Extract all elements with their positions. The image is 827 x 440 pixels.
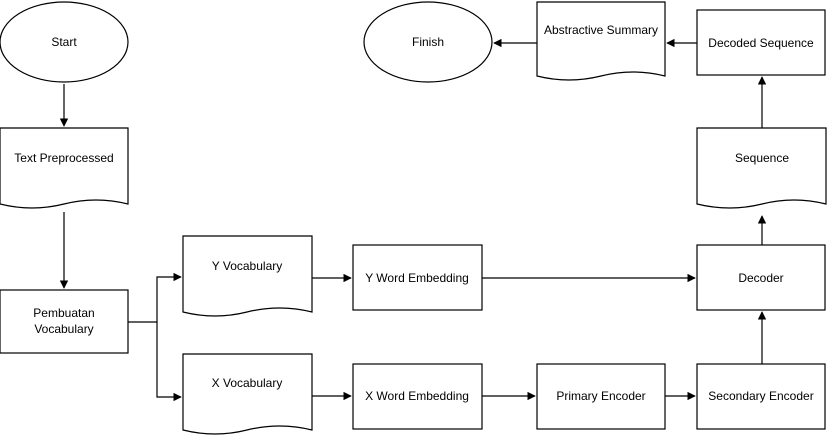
finish-label: Finish (412, 35, 444, 49)
pembuatan-vocabulary-box: Pembuatan Vocabulary (0, 289, 129, 354)
secondary-encoder-box: Secondary Encoder (696, 363, 826, 430)
decoder-label: Decoder (738, 271, 783, 285)
arrow-pembuatan-to-y-vocabulary (128, 272, 182, 323)
primary-encoder-label: Primary Encoder (556, 389, 645, 403)
text-preprocessed-label: Text Preprocessed (14, 151, 113, 165)
pembuatan-vocabulary-label-line1: Pembuatan (33, 306, 94, 320)
y-vocabulary-label: Y Vocabulary (212, 259, 283, 273)
decoder-box: Decoder (696, 244, 826, 311)
start-label: Start (51, 35, 77, 49)
text-preprocessed-document: Text Preprocessed (0, 127, 129, 209)
abstractive-summary-document: Abstractive Summary (536, 1, 666, 81)
sequence-label: Sequence (735, 151, 789, 165)
x-vocabulary-label: X Vocabulary (212, 376, 283, 390)
y-word-embedding-label: Y Word Embedding (365, 271, 469, 285)
pembuatan-vocabulary-label-line2: Vocabulary (34, 322, 93, 336)
y-word-embedding-box: Y Word Embedding (352, 244, 483, 311)
finish-node: Finish (363, 1, 493, 83)
primary-encoder-box: Primary Encoder (536, 363, 666, 430)
abstractive-summary-label: Abstractive Summary (544, 23, 658, 37)
decoded-sequence-label: Decoded Sequence (708, 36, 814, 50)
decoded-sequence-box: Decoded Sequence (696, 9, 826, 76)
arrow-pembuatan-to-x-vocabulary (156, 322, 182, 402)
x-word-embedding-label: X Word Embedding (365, 389, 469, 403)
secondary-encoder-label: Secondary Encoder (708, 389, 813, 403)
x-word-embedding-box: X Word Embedding (352, 363, 483, 430)
sequence-document: Sequence (696, 127, 827, 209)
x-vocabulary-document: X Vocabulary (182, 353, 313, 435)
y-vocabulary-document: Y Vocabulary (182, 235, 313, 317)
start-node: Start (0, 1, 129, 83)
